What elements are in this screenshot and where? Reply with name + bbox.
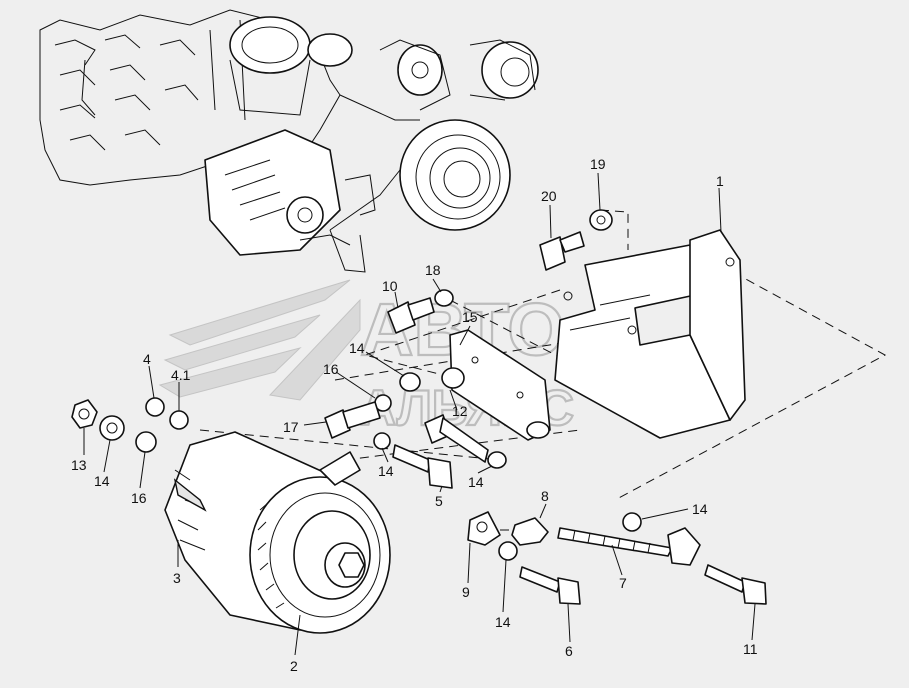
part-8-adjuster-nut bbox=[511, 517, 549, 546]
part-14-washer-e-hole bbox=[106, 422, 118, 434]
callout-11: 11 bbox=[743, 641, 758, 657]
part-16-washer-a bbox=[135, 431, 157, 453]
callout-17: 17 bbox=[283, 419, 299, 435]
part-12-long-bolt bbox=[424, 414, 489, 463]
part-19-washer bbox=[589, 209, 613, 231]
callout-4: 4 bbox=[143, 351, 151, 367]
callout-9: 9 bbox=[462, 584, 470, 600]
part-11-bolt bbox=[704, 564, 767, 605]
part-17-bolt bbox=[324, 401, 381, 439]
watermark-chevron-logo bbox=[158, 279, 361, 401]
callout-10: 10 bbox=[382, 278, 398, 294]
callout-18: 18 bbox=[425, 262, 441, 278]
callout-13: 13 bbox=[71, 457, 87, 473]
callout-14-lower: 14 bbox=[495, 614, 511, 630]
part-9-clamp bbox=[467, 511, 501, 546]
callout-14-far-right: 14 bbox=[692, 501, 708, 517]
part-18-washer bbox=[434, 289, 454, 307]
part-12-spacer bbox=[441, 367, 465, 389]
callout-20: 20 bbox=[541, 188, 557, 204]
callout-14-upper: 14 bbox=[349, 340, 365, 356]
part-20-bolt bbox=[539, 231, 585, 271]
callout-14-mid: 14 bbox=[378, 463, 394, 479]
callout-19: 19 bbox=[590, 156, 606, 172]
callout-15: 15 bbox=[462, 309, 478, 325]
engine-block bbox=[39, 9, 539, 273]
callout-14-left: 14 bbox=[94, 473, 110, 489]
callout-16-left: 16 bbox=[131, 490, 147, 506]
callout-2: 2 bbox=[290, 658, 298, 674]
part-14-washer-d bbox=[373, 432, 391, 450]
part-2-alternator-pulley bbox=[249, 451, 391, 634]
leader-lines bbox=[83, 172, 756, 656]
callout-1: 1 bbox=[716, 173, 724, 189]
part-5-bolt bbox=[392, 444, 453, 489]
callout-14-right-mid: 14 bbox=[468, 474, 484, 490]
part-19-washer-hole bbox=[596, 215, 606, 225]
callout-8: 8 bbox=[541, 488, 549, 504]
callout-6: 6 bbox=[565, 643, 573, 659]
part-14-washer-e bbox=[99, 415, 125, 441]
part-4-nut bbox=[145, 397, 165, 417]
callout-3: 3 bbox=[173, 570, 181, 586]
callout-16-mid: 16 bbox=[323, 361, 339, 377]
callout-7: 7 bbox=[619, 575, 627, 591]
part-4-1-washer bbox=[169, 410, 189, 430]
callout-12: 12 bbox=[452, 403, 468, 419]
part-13-nut bbox=[71, 399, 98, 429]
part-14-washer-f bbox=[498, 541, 518, 561]
part-10-bolt bbox=[387, 297, 435, 334]
part-7-threaded-rod bbox=[557, 527, 701, 566]
part-14-washer-g bbox=[622, 512, 642, 532]
part-1-mounting-bracket bbox=[554, 229, 746, 439]
callout-labels: 1 2 3 4 4.1 5 6 7 8 9 10 11 12 13 14 14 … bbox=[71, 156, 758, 674]
callout-4-1: 4.1 bbox=[171, 367, 191, 383]
part-6-bolt bbox=[519, 566, 581, 605]
callout-5: 5 bbox=[435, 493, 443, 509]
part-14-washer-c bbox=[487, 451, 507, 469]
part-14-washer-a bbox=[399, 372, 421, 392]
